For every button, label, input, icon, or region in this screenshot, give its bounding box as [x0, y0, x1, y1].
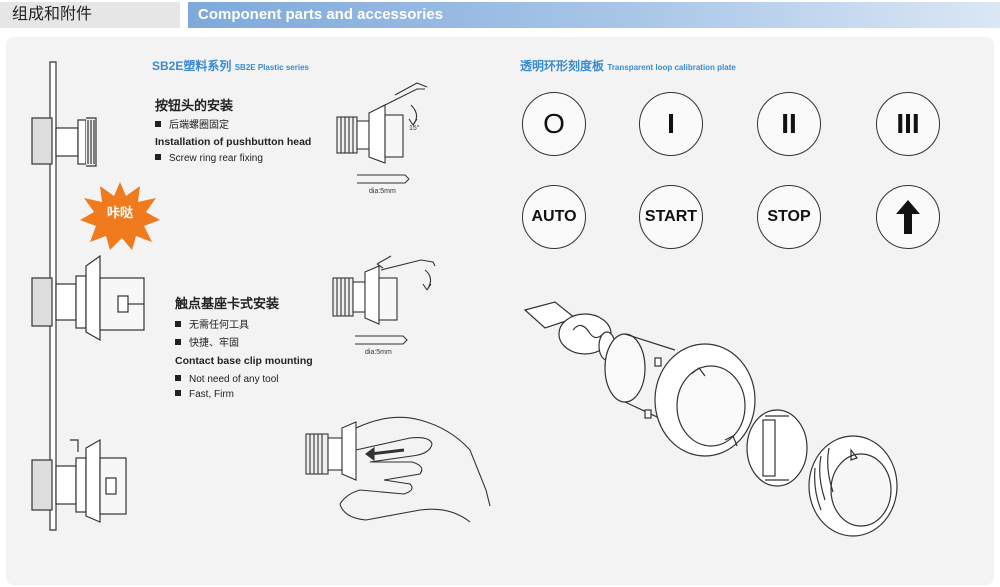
click-burst-icon	[80, 182, 160, 250]
page-header: 组成和附件 Component parts and accessories	[0, 0, 1000, 30]
plate-heading: 透明环形刻度板 Transparent loop calibration pla…	[520, 57, 736, 74]
ring-symbol-iii: III	[876, 92, 940, 156]
clip-install-illustration: dia:5mm	[332, 255, 436, 356]
ring-label-auto: AUTO	[522, 185, 586, 249]
plastic-series-heading: SB2E塑料系列 SB2E Plastic series	[152, 57, 309, 74]
clip-install-bullet-en-1: Not need of any tool	[175, 374, 279, 385]
up-arrow-icon	[896, 200, 920, 234]
clip-install-title-cn: 触点基座卡式安装	[175, 296, 280, 311]
ring-up-arrow	[876, 185, 940, 249]
head-install-bullet-en: Screw ring rear fixing	[155, 153, 263, 164]
ring-label-stop: STOP	[757, 185, 821, 249]
exploded-pilot-light-illustration	[523, 301, 898, 537]
clip-dia-label: dia:5mm	[365, 349, 392, 356]
plastic-series-en: SB2E Plastic series	[234, 63, 309, 72]
angle-label: 15°	[409, 124, 420, 132]
hand-press-illustration	[305, 416, 491, 523]
ring-symbol-o: O	[522, 92, 586, 156]
ring-symbol-ii: II	[757, 92, 821, 156]
head-install-illustration: 15° dia:5mm	[336, 82, 428, 195]
head-install-bullet-cn: 后端螺圈固定	[155, 116, 229, 131]
clip-install-title-en: Contact base clip mounting	[175, 355, 313, 367]
plastic-series-cn: SB2E塑料系列	[152, 59, 232, 73]
head-install-title-cn: 按钮头的安装	[155, 98, 234, 113]
head-install-title-en: Installation of pushbutton head	[155, 136, 312, 148]
plate-title-cn: 透明环形刻度板	[520, 59, 605, 73]
clip-install-bullet-en-2: Fast, Firm	[175, 389, 234, 400]
click-badge-label: 咔哒	[106, 205, 133, 220]
panel-mount-illustration	[31, 61, 145, 531]
header-title-cn: 组成和附件	[0, 2, 180, 28]
plate-title-en: Transparent loop calibration plate	[607, 63, 736, 72]
header-title-en: Component parts and accessories	[188, 2, 1000, 28]
clip-install-bullet-cn-2: 快捷、牢固	[175, 334, 239, 349]
ring-symbol-i: I	[639, 92, 703, 156]
ring-label-start: START	[639, 185, 703, 249]
clip-install-bullet-cn-1: 无需任何工具	[175, 316, 249, 331]
head-dia-label: dia:5mm	[369, 188, 396, 195]
